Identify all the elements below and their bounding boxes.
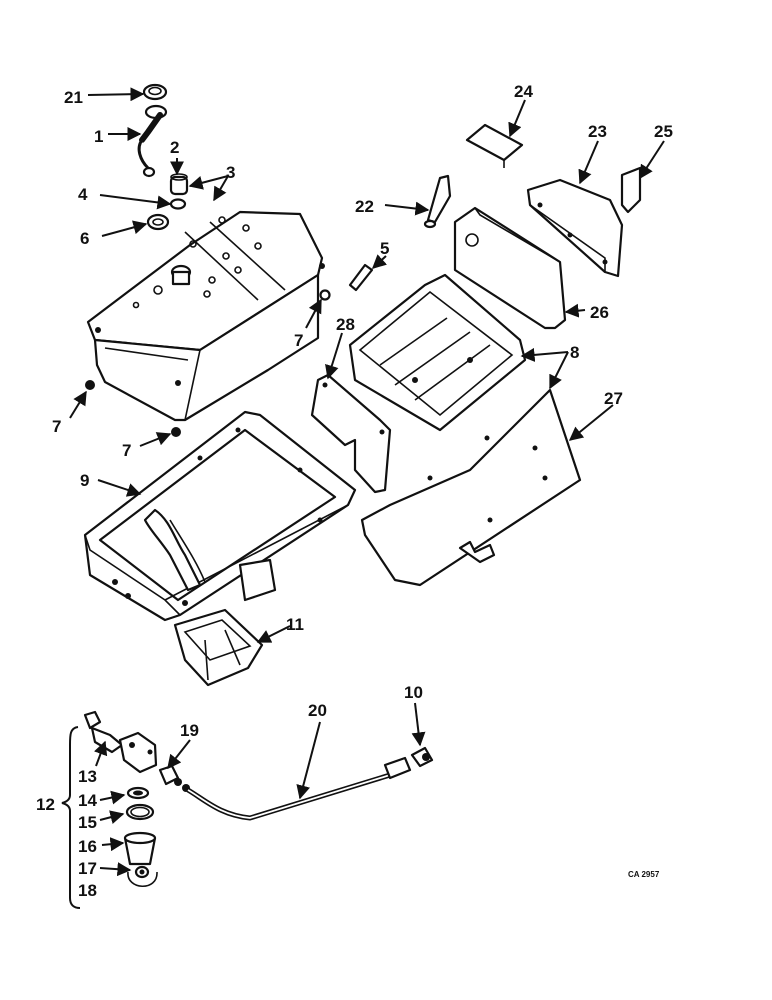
callout-1: 1 [94, 127, 103, 146]
callout-26: 26 [590, 303, 609, 322]
washer-7c [171, 427, 181, 437]
pin-5 [348, 263, 374, 292]
fitting-10 [410, 746, 434, 768]
drawing-reference: CA 2957 [628, 870, 660, 879]
washer-7b [85, 380, 95, 390]
callout-25: 25 [654, 122, 673, 141]
strainer-2 [169, 173, 189, 196]
callout-28: 28 [336, 315, 355, 334]
callout-20: 20 [308, 701, 327, 720]
callout-7c: 7 [122, 441, 131, 460]
fuel-cap-21 [142, 83, 168, 101]
callout-labels: 21 1 2 3 4 6 7 7 7 9 22 5 24 23 25 26 28… [36, 82, 673, 900]
gasket-15 [125, 803, 155, 821]
callout-12: 12 [36, 795, 55, 814]
bail-17-18 [127, 865, 158, 887]
floor-plate-27 [360, 388, 582, 587]
fuel-tank [86, 210, 325, 422]
callout-11: 11 [286, 615, 304, 634]
callout-8: 8 [570, 343, 579, 362]
callout-4: 4 [78, 185, 88, 204]
callout-24: 24 [514, 82, 533, 101]
callout-3: 3 [226, 163, 235, 182]
callout-17: 17 [78, 859, 97, 878]
callout-2: 2 [170, 138, 179, 157]
callout-5: 5 [380, 239, 389, 258]
callout-15: 15 [78, 813, 97, 832]
callout-19: 19 [180, 721, 199, 740]
bracket-23 [526, 178, 624, 278]
callout-7b: 7 [52, 417, 61, 436]
callout-6: 6 [80, 229, 89, 248]
callout-7a: 7 [294, 331, 303, 350]
bowl-16 [123, 831, 157, 866]
tank-support-frame-9 [83, 410, 357, 622]
rod-24 [465, 123, 524, 168]
callout-18: 18 [78, 881, 97, 900]
washer-6 [146, 213, 170, 231]
callout-9: 9 [80, 471, 89, 490]
filler-neck-1 [137, 104, 168, 178]
gasket-14 [126, 786, 150, 800]
callout-22: 22 [355, 197, 374, 216]
callout-10: 10 [404, 683, 423, 702]
callout-14: 14 [78, 791, 97, 810]
gasket-4 [169, 198, 187, 210]
callout-16: 16 [78, 837, 97, 856]
tray-11 [173, 608, 264, 687]
shutoff-valve-13 [83, 710, 158, 774]
fuel-line-20 [186, 756, 412, 821]
callout-13: 13 [78, 767, 97, 786]
leader-lines [61, 87, 665, 909]
callout-21: 21 [64, 88, 83, 107]
callout-27: 27 [604, 389, 623, 408]
panel-28 [310, 373, 392, 494]
fitting-19 [158, 764, 190, 792]
pad-26 [453, 206, 567, 330]
washer-7a [319, 289, 331, 301]
rod-22 [423, 174, 452, 229]
callout-23: 23 [588, 122, 607, 141]
